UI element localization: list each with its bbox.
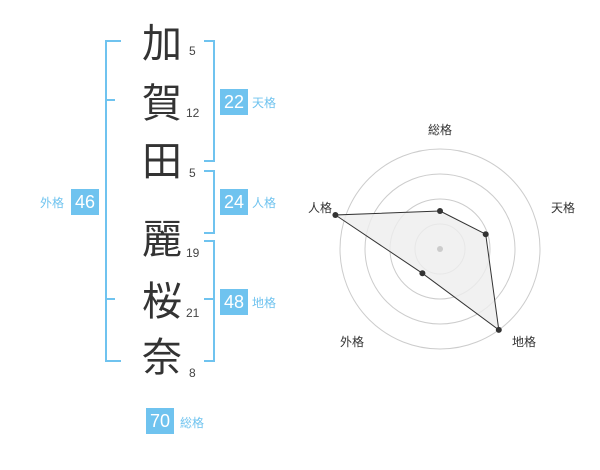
tenkaku-label: 天格 <box>252 96 277 110</box>
gaikaku-label: 外格 <box>40 196 65 210</box>
stroke-count-4: 19 <box>186 246 200 260</box>
radar-polygon <box>333 210 500 332</box>
radar-points <box>332 208 502 333</box>
gaikaku-tick <box>105 99 115 101</box>
radar-point <box>482 231 489 238</box>
radar-ring <box>339 148 541 350</box>
axis-label-soukaku: 総格 <box>428 122 452 137</box>
name-char-5: 桜 <box>142 279 182 325</box>
stroke-count-1: 5 <box>189 44 196 58</box>
gaikaku-value-badge: 46 <box>71 189 99 215</box>
name-char-1: 加 <box>142 21 182 67</box>
jinkaku-bracket <box>204 170 215 234</box>
radar-point <box>437 208 443 214</box>
chikaku-value-badge: 48 <box>220 289 248 315</box>
stroke-count-6: 8 <box>189 366 196 380</box>
jinkaku-label: 人格 <box>252 196 277 210</box>
chikaku-bracket <box>204 240 215 362</box>
name-char-2: 賀 <box>142 81 182 127</box>
tenkaku-value-badge: 22 <box>220 89 248 115</box>
gaikaku-bracket <box>105 40 121 362</box>
radar-point <box>419 270 426 277</box>
chikaku-label: 地格 <box>252 296 277 310</box>
axis-label-tenkaku: 天格 <box>551 200 575 215</box>
axis-label-chikaku: 地格 <box>512 334 536 349</box>
jinkaku-value-badge: 24 <box>220 189 248 215</box>
axis-label-jinkaku: 人格 <box>308 200 332 215</box>
axis-label-gaikaku: 外格 <box>340 334 364 349</box>
chikaku-tick <box>204 298 213 300</box>
soukaku-label: 総格 <box>180 416 205 430</box>
radar-center <box>437 246 443 252</box>
tenkaku-bracket <box>204 40 215 162</box>
radar-point <box>495 326 502 333</box>
stroke-count-2: 12 <box>186 106 200 120</box>
stroke-count-5: 21 <box>186 306 200 320</box>
radar-ring <box>364 173 516 325</box>
radar-point <box>332 212 339 218</box>
stroke-count-3: 5 <box>189 166 196 180</box>
gaikaku-tick <box>105 298 115 300</box>
soukaku-value-badge: 70 <box>146 408 174 434</box>
name-char-4: 麗 <box>142 217 182 263</box>
name-char-3: 田 <box>142 139 182 185</box>
name-char-6: 奈 <box>142 335 182 381</box>
